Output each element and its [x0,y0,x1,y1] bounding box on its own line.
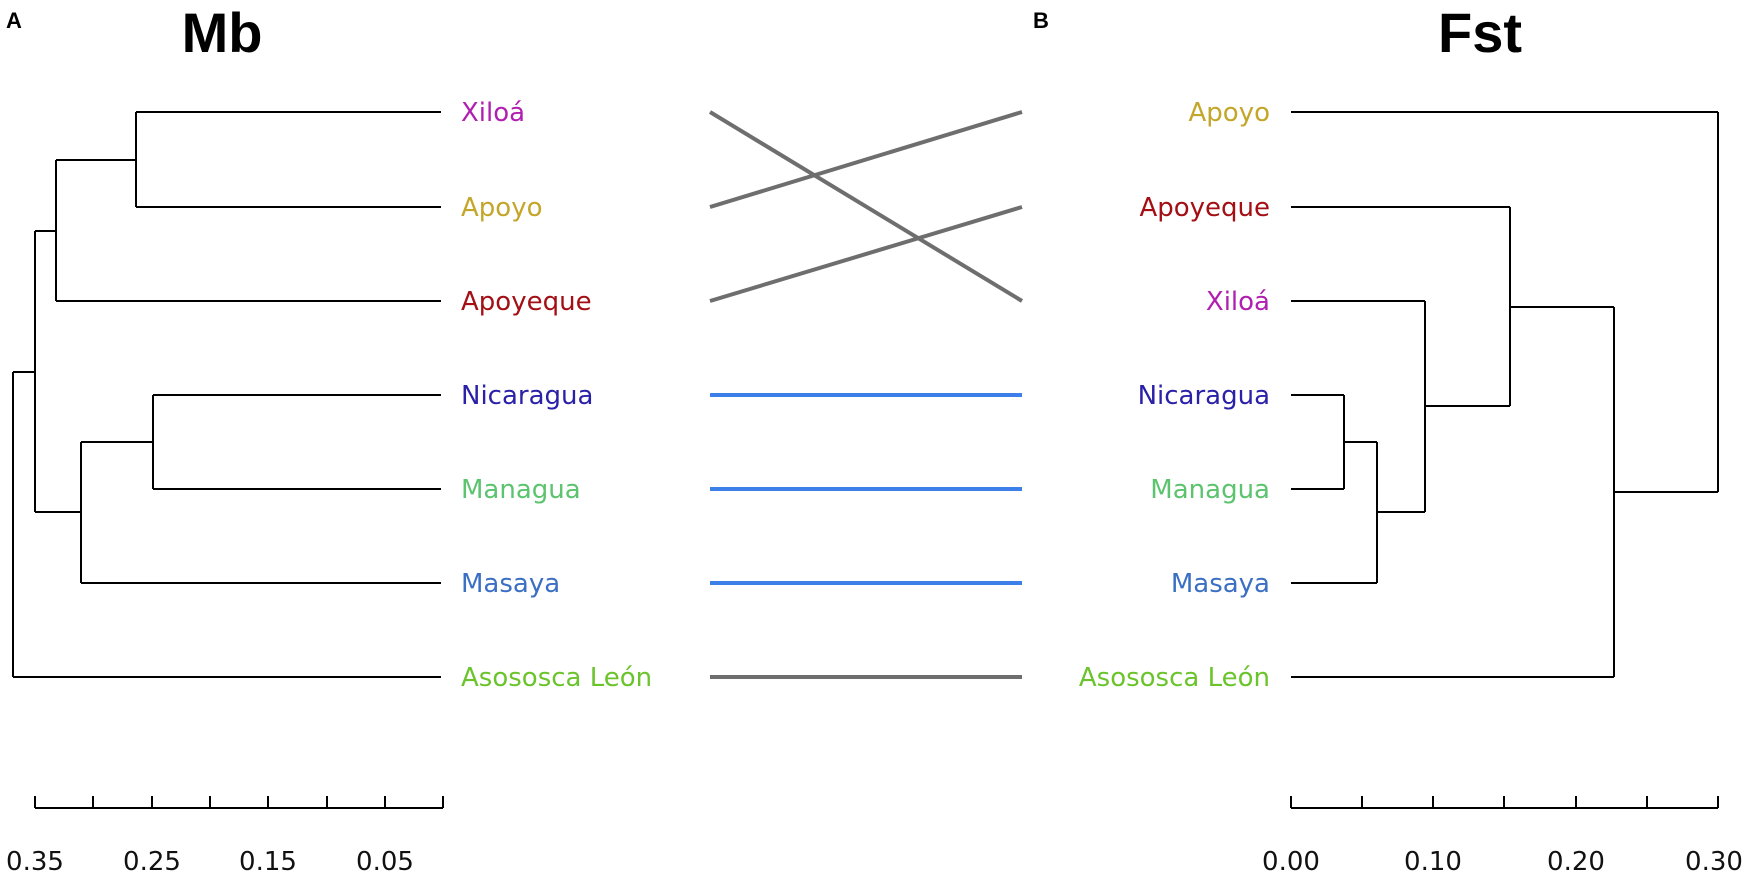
left-label-apoyo: Apoyo [461,193,543,223]
left-tick-label: 0.25 [123,847,181,877]
left-tick-label: 0.35 [6,847,64,877]
left-tree-title: Mb [182,1,263,64]
panel-letter-a: A [6,8,22,33]
right-tick-label: 0.20 [1547,847,1605,877]
right-label-masaya: Masaya [1171,569,1270,599]
link-apoyeque [709,205,1023,303]
left-label-asososca: Asososca León [461,663,652,693]
left-tick-label: 0.15 [239,847,297,877]
right-dendrogram [1291,111,1719,678]
left-label-masaya: Masaya [461,569,560,599]
right-label-apoyo: Apoyo [1189,98,1271,128]
left-label-xiloa: Xiloá [461,98,525,128]
right-tick-label: 0.00 [1262,847,1320,877]
right-scale-axis: 0.00 0.10 0.20 0.30 [1262,796,1743,877]
right-tick-label: 0.10 [1404,847,1462,877]
right-label-apoyeque: Apoyeque [1139,193,1270,223]
link-apoyo [709,110,1023,209]
left-label-apoyeque: Apoyeque [461,287,592,317]
left-tick-label: 0.05 [356,847,414,877]
right-label-asososca: Asososca León [1079,663,1270,693]
right-label-xiloa: Xiloá [1206,287,1270,317]
panel-letter-b: B [1033,8,1049,33]
link-xiloa [708,110,1024,303]
left-label-managua: Managua [461,475,581,505]
right-leaf-labels: Apoyo Apoyeque Xiloá Nicaragua Managua M… [1079,98,1270,693]
right-tree-title: Fst [1438,1,1522,64]
right-tick-label: 0.30 [1685,847,1743,877]
tanglegram-links [708,110,1024,679]
left-scale-axis: 0.35 0.25 0.15 0.05 [6,796,444,877]
left-dendrogram [12,111,441,678]
right-label-managua: Managua [1150,475,1270,505]
right-label-nicaragua: Nicaragua [1138,381,1270,411]
left-leaf-labels: Xiloá Apoyo Apoyeque Nicaragua Managua M… [461,98,652,693]
left-label-nicaragua: Nicaragua [461,381,593,411]
